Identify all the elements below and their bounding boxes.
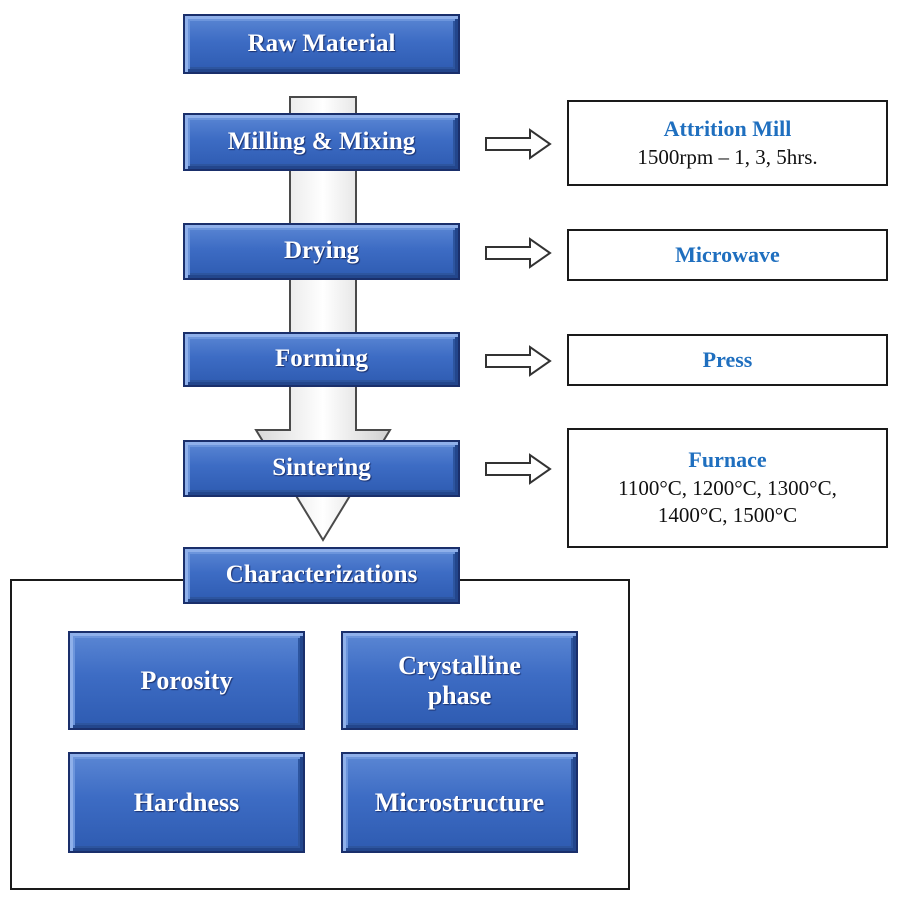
press-box: Press [567,334,888,386]
microstructure-label: Microstructure [374,787,545,817]
milling-mixing-step: Milling & Mixing [183,113,460,171]
porosity-label: Porosity [140,665,233,695]
porosity-box: Porosity [68,631,305,730]
furnace-temps-line1: 1100°C, 1200°C, 1300°C, [618,476,837,500]
hardness-box: Hardness [68,752,305,853]
forming-label: Forming [274,345,369,373]
right-arrow-icon [485,345,552,377]
right-arrow-icon [485,128,552,160]
attrition-mill-box: Attrition Mill 1500rpm – 1, 3, 5hrs. [567,100,888,186]
forming-step: Forming [183,332,460,387]
microstructure-box: Microstructure [341,752,578,853]
sintering-step: Sintering [183,440,460,497]
milling-mixing-label: Milling & Mixing [227,127,416,155]
microwave-title: Microwave [675,241,780,267]
right-arrow-icon [485,453,552,485]
press-title: Press [702,346,753,372]
crystalline-phase-box: Crystalline phase [341,631,578,730]
drying-label: Drying [284,237,359,265]
attrition-mill-title: Attrition Mill [663,116,792,142]
attrition-mill-detail: 1500rpm – 1, 3, 5hrs. [637,144,818,169]
characterizations-label: Characterizations [225,561,418,589]
sintering-label: Sintering [272,454,371,482]
furnace-title: Furnace [688,447,767,473]
furnace-box: Furnace 1100°C, 1200°C, 1300°C, 1400°C, … [567,428,888,548]
raw-material-step: Raw Material [183,14,460,74]
drying-step: Drying [183,223,460,280]
characterizations-step: Characterizations [183,547,460,604]
microwave-box: Microwave [567,229,888,281]
right-arrow-icon [485,237,552,269]
furnace-temps-line2: 1400°C, 1500°C [657,503,798,528]
crystalline-phase-label-line2: phase [427,680,492,710]
hardness-label: Hardness [133,787,240,817]
raw-material-label: Raw Material [247,29,396,57]
crystalline-phase-label-line1: Crystalline [398,650,521,680]
